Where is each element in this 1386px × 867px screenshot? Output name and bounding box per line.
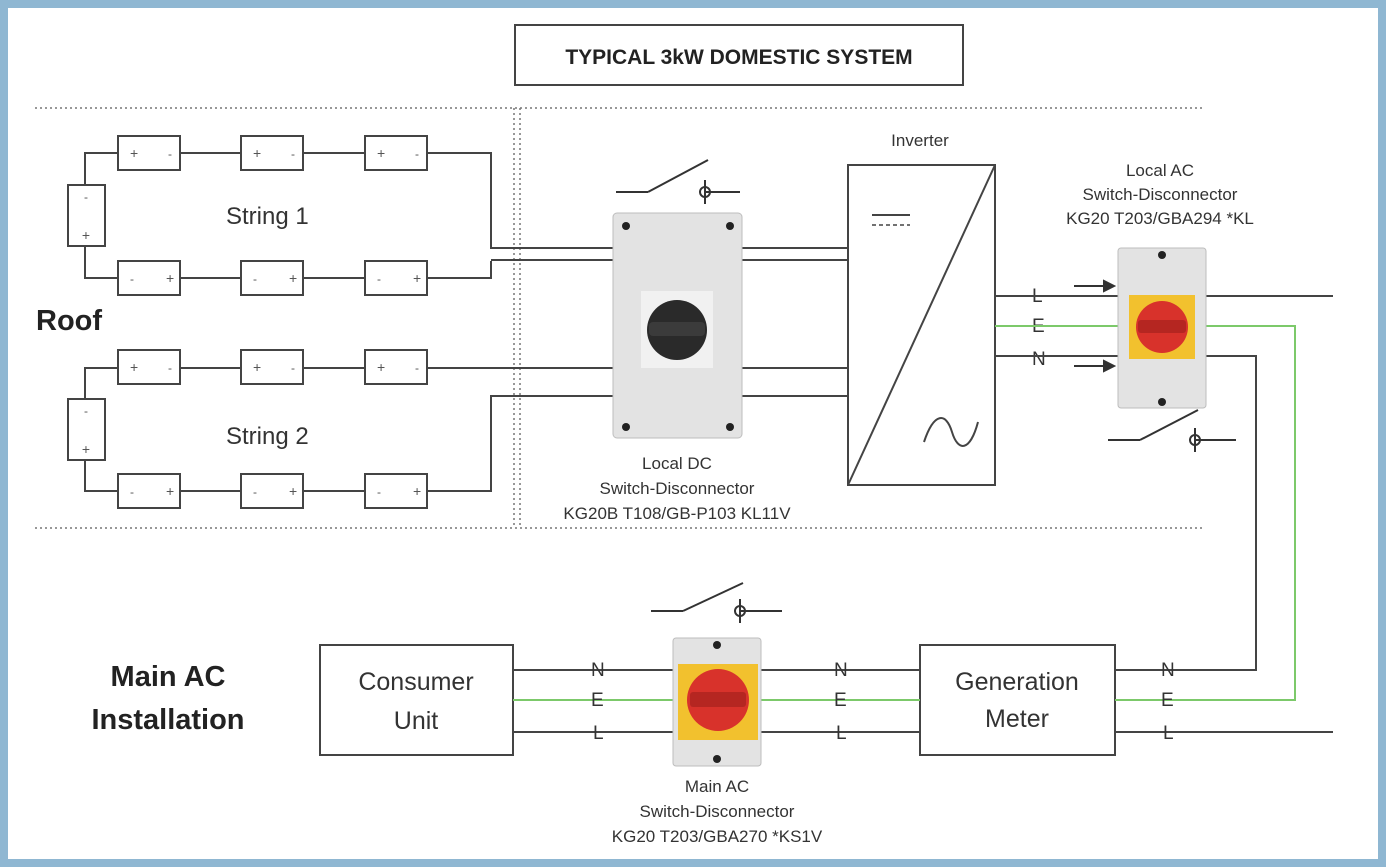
svg-text:-: -	[377, 485, 381, 499]
cu-terminal-E: E	[591, 690, 604, 711]
local-ac-switch-symbol	[1108, 409, 1236, 452]
consumer-unit-label-2: Unit	[394, 707, 439, 735]
dc-to-inverter-wiring	[742, 247, 848, 397]
svg-text:+: +	[130, 145, 138, 161]
string-2-label: String 2	[226, 423, 309, 450]
generation-meter-label-2: Meter	[985, 705, 1049, 733]
vertical-panel-1: - +	[67, 184, 106, 247]
inverter-ac-wiring	[995, 295, 1333, 701]
main-ac-caption-1: Main AC	[685, 777, 749, 796]
panel-s1-bottom-2: -+	[240, 260, 304, 296]
vertical-panel-2: - +	[67, 398, 106, 461]
region-borders	[35, 107, 1203, 529]
svg-text:-: -	[291, 147, 295, 161]
svg-text:-: -	[168, 147, 172, 161]
panel-s1-top-2: +-	[240, 135, 304, 171]
main-ac-caption-3: KG20 T203/GBA270 *KS1V	[612, 827, 823, 846]
inverter-label: Inverter	[891, 131, 949, 150]
string-1-wiring	[84, 152, 613, 279]
svg-text:+: +	[253, 359, 261, 375]
consumer-unit	[319, 644, 514, 756]
panel-s1-bottom-1: -+	[117, 260, 181, 296]
local-ac-caption-1: Local AC	[1126, 161, 1194, 180]
string-2-wiring	[84, 367, 613, 492]
svg-text:-: -	[84, 190, 88, 204]
local-ac-caption-2: Switch-Disconnector	[1083, 185, 1238, 204]
main-ac-installation-1: Main AC	[111, 661, 226, 693]
svg-text:-: -	[168, 361, 172, 375]
flow-arrows	[1074, 279, 1117, 373]
svg-text:-: -	[291, 361, 295, 375]
svg-text:+: +	[289, 483, 297, 499]
svg-text:-: -	[130, 272, 134, 286]
panel-s2-top-1: +-	[117, 349, 181, 385]
svg-text:-: -	[415, 147, 419, 161]
panel-s1-top-1: +-	[117, 135, 181, 171]
local-dc-caption-2: Switch-Disconnector	[600, 479, 755, 498]
svg-text:-: -	[253, 485, 257, 499]
svg-text:-: -	[84, 404, 88, 418]
cu-terminal-L: L	[593, 723, 604, 744]
gm-out-terminal-E: E	[1161, 690, 1174, 711]
panel-s1-top-3: +-	[364, 135, 428, 171]
svg-text:+: +	[130, 359, 138, 375]
svg-text:+: +	[289, 270, 297, 286]
svg-text:+: +	[82, 227, 90, 243]
main-ac-installation-2: Installation	[91, 704, 244, 736]
gm-in-terminal-L: L	[836, 723, 847, 744]
panel-s2-bottom-1: -+	[117, 473, 181, 509]
ac-wave-icon	[923, 417, 979, 447]
svg-text:-: -	[130, 485, 134, 499]
local-dc-caption-1: Local DC	[642, 454, 712, 473]
gm-out-terminal-L: L	[1163, 723, 1174, 744]
main-ac-isolator	[672, 637, 762, 767]
main-ac-caption-2: Switch-Disconnector	[640, 802, 795, 821]
inv-terminal-N: N	[1032, 349, 1046, 370]
panel-s2-top-3: +-	[364, 349, 428, 385]
panel-s2-bottom-2: -+	[240, 473, 304, 509]
local-dc-isolator	[612, 212, 743, 439]
panel-s2-bottom-3: -+	[364, 473, 428, 509]
roof-label: Roof	[36, 305, 102, 337]
gm-in-terminal-N: N	[834, 660, 848, 681]
svg-text:-: -	[415, 361, 419, 375]
svg-text:-: -	[253, 272, 257, 286]
svg-text:+: +	[413, 483, 421, 499]
svg-text:+: +	[377, 145, 385, 161]
local-ac-caption-3: KG20 T203/GBA294 *KL	[1066, 209, 1254, 228]
panel-s2-top-2: +-	[240, 349, 304, 385]
svg-text:+: +	[166, 483, 174, 499]
svg-text:+: +	[166, 270, 174, 286]
diagram-frame: TYPICAL 3kW DOMESTIC SYSTEM Roof String …	[8, 8, 1378, 859]
local-dc-caption-3: KG20B T108/GB-P103 KL11V	[563, 504, 791, 523]
dc-switch-symbol	[616, 159, 740, 204]
panel-s1-bottom-3: -+	[364, 260, 428, 296]
svg-text:+: +	[377, 359, 385, 375]
title-box	[514, 24, 964, 86]
string-1-label: String 1	[226, 203, 309, 230]
consumer-unit-label-1: Consumer	[358, 668, 473, 696]
inverter	[847, 164, 996, 486]
svg-text:+: +	[253, 145, 261, 161]
svg-text:+: +	[413, 270, 421, 286]
svg-text:-: -	[377, 272, 381, 286]
title: TYPICAL 3kW DOMESTIC SYSTEM	[565, 46, 912, 69]
gm-out-terminal-N: N	[1161, 660, 1175, 681]
gm-in-terminal-E: E	[834, 690, 847, 711]
main-ac-switch-symbol	[651, 582, 782, 623]
wiring-diagram: TYPICAL 3kW DOMESTIC SYSTEM Roof String …	[35, 24, 1333, 846]
main-ac-wiring	[513, 669, 1333, 733]
generation-meter-label-1: Generation	[955, 668, 1079, 696]
generation-meter	[919, 644, 1116, 756]
cu-terminal-N: N	[591, 660, 605, 681]
svg-text:+: +	[82, 441, 90, 457]
local-ac-isolator	[1117, 247, 1207, 409]
